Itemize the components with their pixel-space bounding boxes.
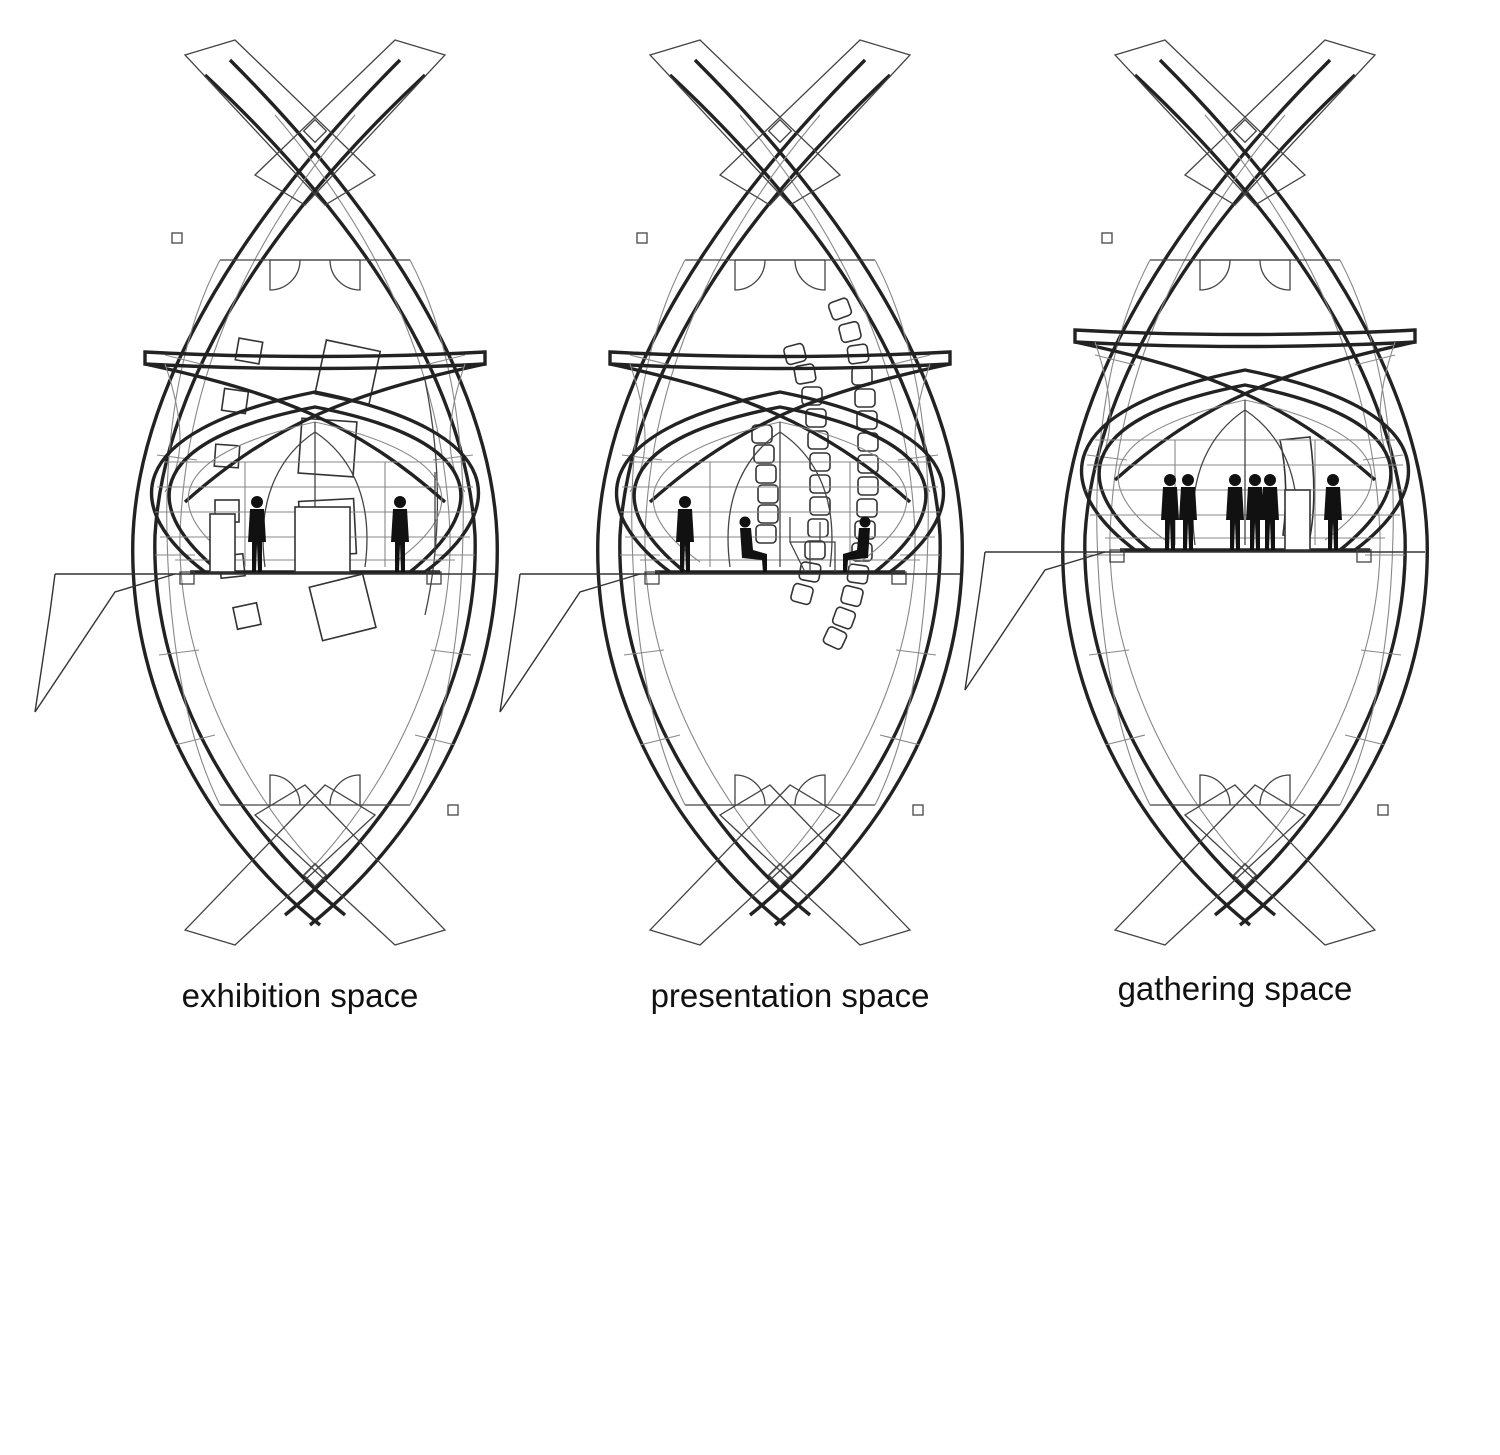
display-block	[294, 506, 351, 573]
gathering-section	[963, 328, 1427, 692]
caption-presentation: presentation space	[650, 977, 930, 1014]
presentation-section	[498, 350, 962, 714]
exhibition-section	[33, 350, 497, 714]
caption-exhibition: exhibition space	[181, 977, 419, 1014]
presentation-seating	[751, 297, 879, 650]
lectern	[1284, 489, 1311, 551]
caption-gathering: gathering space	[1117, 970, 1353, 1007]
pedestal	[209, 513, 236, 573]
